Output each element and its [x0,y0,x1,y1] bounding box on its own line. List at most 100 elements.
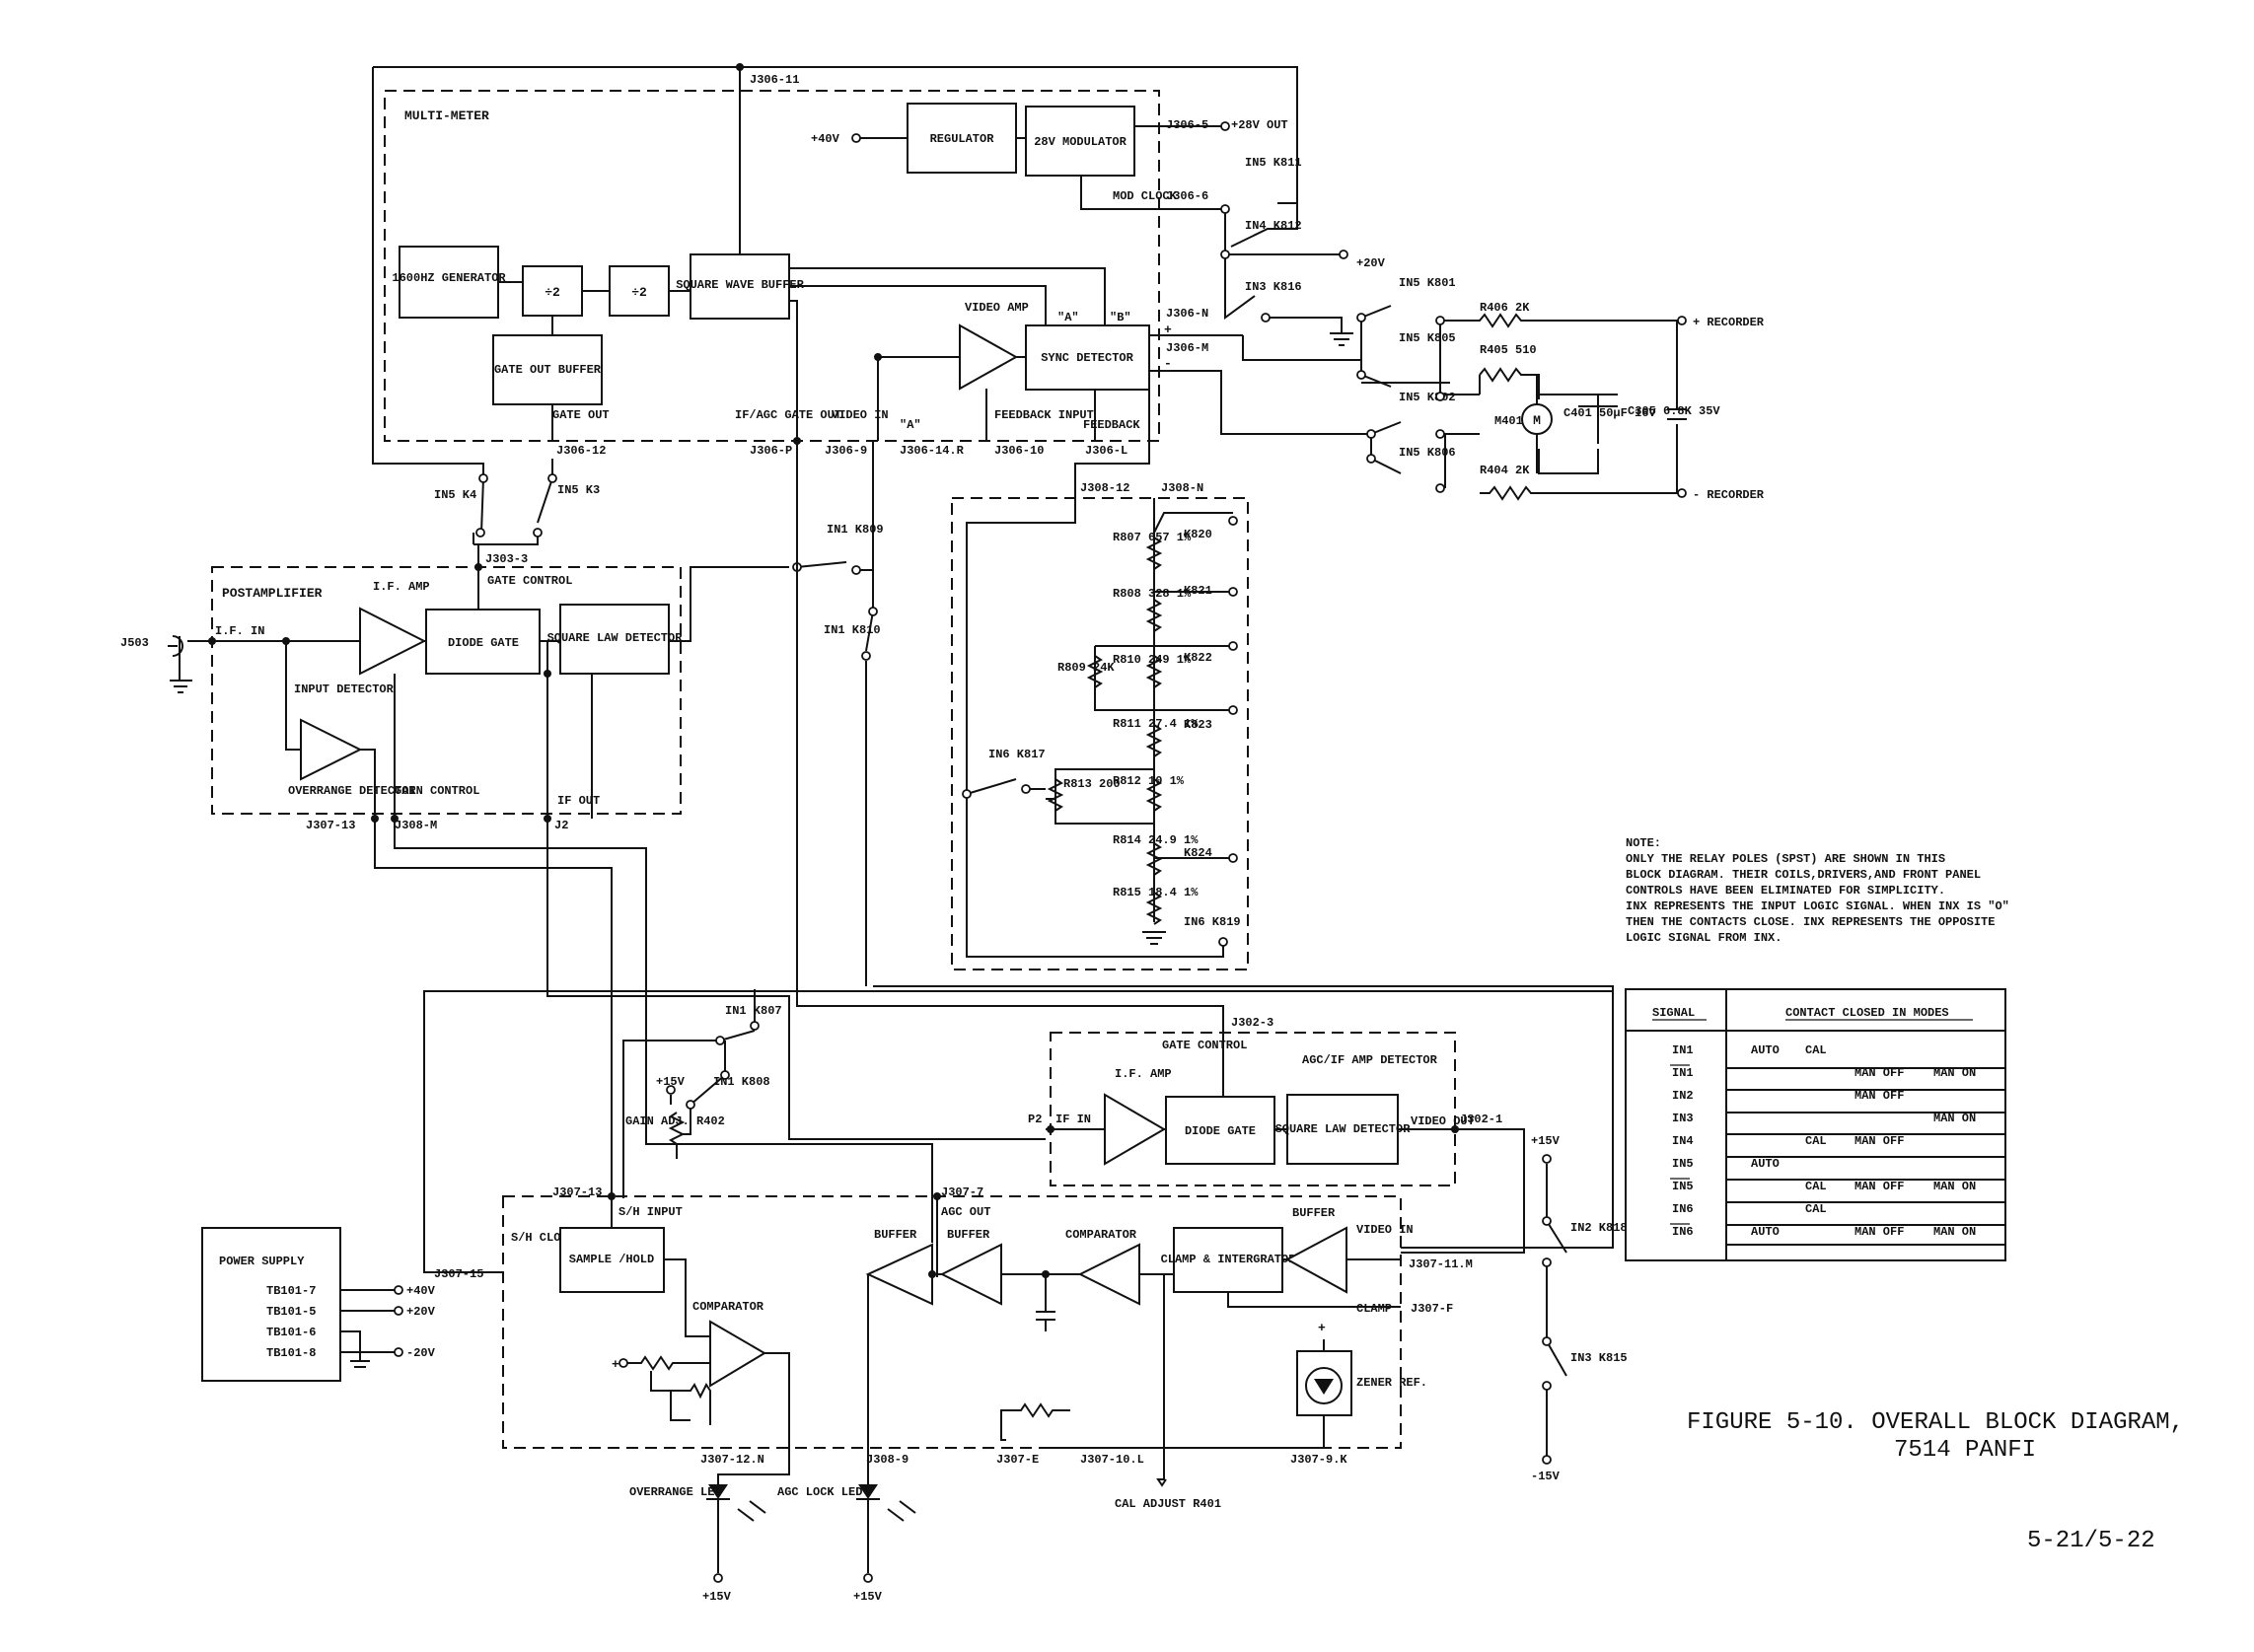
lower-boundary [502,1195,1402,1449]
j307-13a-label: J307-13 [306,819,355,832]
power-supply: POWER SUPPLY TB101-7 TB101-5 TB101-6 TB1… [201,1227,436,1382]
postamplifier-section: POSTAMPLIFIER J303-3 GATE CONTROL J503 I… [120,544,1046,1243]
j306-11-label: J306-11 [750,73,799,87]
row-8-manoff: MAN OFF [1854,1225,1904,1239]
figure-caption-line2: 7514 PANFI [1894,1437,2036,1464]
power-supply-box [201,1227,341,1382]
k815-label: IN3 K815 [1570,1351,1628,1365]
shinput-label: S/H INPUT [618,1205,683,1219]
buffer1-label: BUFFER [874,1228,917,1242]
v15a-label: +15V [656,1075,686,1089]
gatecontrol-label: GATE CONTROL [487,574,572,588]
clamp-label: CLAMP & INTERGRATOR [1161,1253,1297,1266]
r405-label: R405 510 [1480,343,1537,357]
tb101-8-label: TB101-8 [266,1346,316,1360]
figure-caption-line1: FIGURE 5-10. OVERALL BLOCK DIAGRAM, [1687,1409,2184,1436]
gateout-label: GATE OUT [552,408,610,422]
agc-gatecontrol-label: GATE CONTROL [1162,1039,1247,1052]
r404-label: R404 2K [1480,464,1530,477]
table-header-signal: SIGNAL [1652,1006,1695,1020]
k811-label: IN5 K811 [1245,156,1302,170]
j306-6-label: J306-6 [1166,189,1208,203]
agcout-label: AGC OUT [941,1205,990,1219]
meter-m-label: M [1533,413,1541,428]
j307-15-label: J307-15 [434,1267,483,1281]
modclock-label: MOD CLOCK [1113,189,1178,203]
postamp-square-law [559,604,670,675]
k810-label: IN1 K810 [824,623,881,637]
sqlaw-label: SQUARE LAW DETECTOR [547,631,684,645]
v15c-label: +15V [702,1590,732,1604]
note-line-5: INX REPRESENTS THE INPUT LOGIC SIGNAL. W… [1626,899,2009,913]
j307-7-label: J307-7 [941,1185,983,1199]
r809-label: R809 24K [1057,661,1115,675]
tb101-6-label: TB101-6 [266,1326,316,1339]
orled-label: OVERRANGE LED [629,1485,722,1499]
r811-label: R811 27.4 1% [1113,717,1199,731]
row-8-auto: AUTO [1751,1225,1780,1239]
buffer3-label: BUFFER [1292,1206,1336,1220]
note-line-1: NOTE: [1626,836,1661,850]
table-frame [1625,988,2006,1261]
k823-label: K823 [1184,718,1212,732]
j306-12-label: J306-12 [556,444,606,458]
row-1-signal: IN1 [1672,1066,1694,1080]
note-line-2: ONLY THE RELAY POLES (SPST) ARE SHOWN IN… [1626,852,1945,866]
row-2-manoff: MAN OFF [1854,1089,1904,1103]
k3-label: IN5 K3 [557,483,600,497]
rec-plus-label: + RECORDER [1693,316,1765,329]
buffer2-label: BUFFER [947,1228,990,1242]
agc-ifin-label: IF IN [1055,1113,1091,1126]
buffer-2 [939,1243,1002,1306]
zplus-label: + [1318,1321,1326,1335]
row-0-signal: IN1 [1672,1043,1694,1057]
ladder-boundary [951,497,1249,970]
row-2-signal: IN2 [1672,1089,1694,1103]
indet-label: INPUT DETECTOR [294,682,395,696]
agc-title: AGC/IF AMP DETECTOR [1302,1053,1438,1067]
k807-label: IN1 K807 [725,1004,782,1018]
p2-label: P2 [1028,1113,1042,1126]
modulator-label: 28V MODULATOR [1034,135,1127,149]
j307-12n-label: J307-12.N [700,1453,764,1467]
agc-detector-section: J302-3 GATE CONTROL AGC/IF AMP DETECTOR … [796,441,1614,1254]
j303-3-label: J303-3 [485,552,528,566]
note-block: NOTE: ONLY THE RELAY POLES (SPST) ARE SH… [1626,836,2009,945]
sync-label: SYNC DETECTOR [1041,351,1133,365]
j306-14r-label: J306-14.R [900,444,965,458]
j306-10-label: J306-10 [994,444,1044,458]
v15-top-label: +15V [1531,1134,1561,1148]
comp1-label: COMPARATOR [692,1300,764,1314]
k819-label: IN6 K819 [1184,915,1241,929]
row-4-cal: CAL [1805,1134,1827,1148]
k806-label: IN5 K806 [1399,446,1456,460]
row-4-signal: IN4 [1672,1134,1694,1148]
j308-12-label: J308-12 [1080,481,1129,495]
ifagc-label: IF/AGC GATE OUT [735,408,841,422]
row-8-signal: IN6 [1672,1225,1694,1239]
ladder-resistors [1047,537,1166,945]
comparator-2 [1077,1243,1140,1306]
table-header-modes: CONTACT CLOSED IN MODES [1785,1006,1949,1020]
j307-9k-label: J307-9.K [1290,1453,1347,1467]
k818-label: IN2 K818 [1570,1221,1628,1235]
r406-label: R406 2K [1480,301,1530,315]
v15d-label: +15V [853,1590,883,1604]
v40-label: +40V [811,132,840,146]
generator-label: 1600HZ GENERATOR [392,271,506,285]
row-6-signal: IN5 [1672,1180,1694,1193]
sh-label: SAMPLE /HOLD [569,1253,654,1266]
m401-label: M401 [1494,414,1523,428]
minus-label: - [1164,356,1172,371]
fb-label: FEEDBACK [1083,418,1140,432]
agc-sqlaw-label: SQUARE LAW DETECTOR [1275,1122,1412,1136]
row-7-signal: IN6 [1672,1202,1694,1216]
j306-m-label: J306-M [1166,341,1208,355]
j307-11m-label: J307-11.M [1409,1257,1473,1271]
postamp-if-amp [359,607,427,676]
row-4-manoff: MAN OFF [1854,1134,1904,1148]
row-6-manon: MAN ON [1933,1180,1976,1193]
row-1-manon: MAN ON [1933,1066,1976,1080]
c401-label: C401 50μF 16V [1563,406,1656,420]
